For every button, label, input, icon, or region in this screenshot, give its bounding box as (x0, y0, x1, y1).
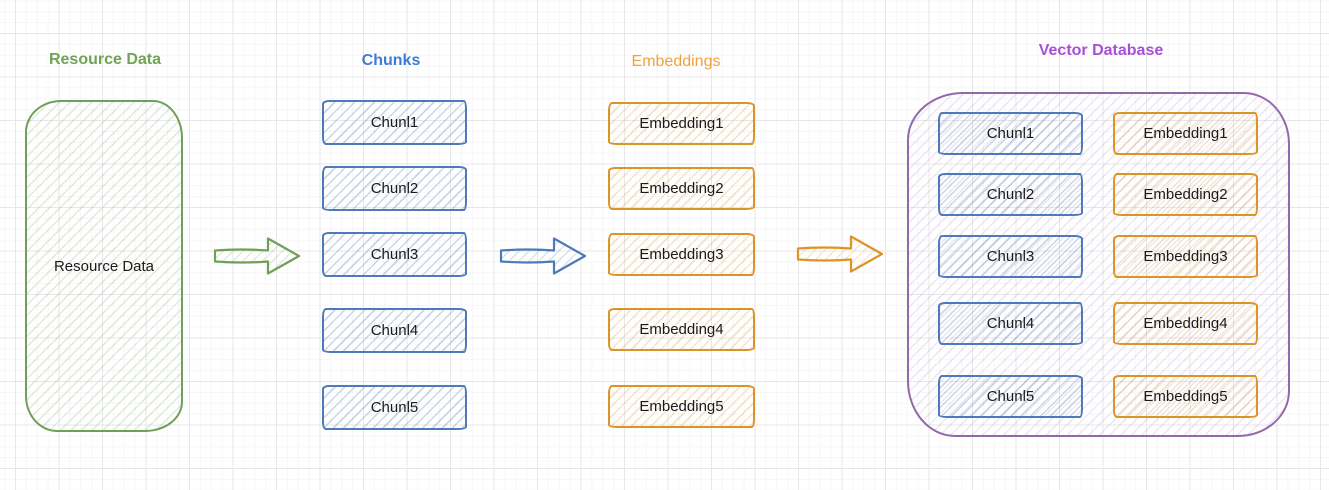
vectordb-chunk-label: Chunl4 (986, 315, 1035, 332)
embedding-label: Embedding4 (639, 321, 724, 338)
vectordb-chunk-box[interactable]: Chunl1 (938, 112, 1083, 155)
vectordb-embedding-box[interactable]: Embedding2 (1113, 173, 1258, 216)
vectordb-embedding-box[interactable]: Embedding3 (1113, 235, 1258, 278)
chunk-label: Chunl5 (370, 399, 419, 416)
vectordb-chunk-label: Chunl3 (986, 248, 1035, 265)
embedding-label: Embedding5 (639, 398, 724, 415)
vectordb-embedding-label: Embedding1 (1143, 125, 1228, 142)
embedding-label: Embedding3 (639, 246, 724, 263)
embedding-box[interactable]: Embedding1 (608, 102, 755, 145)
resource-data-title: Resource Data (48, 51, 162, 68)
arrow-resource-to-chunks[interactable] (211, 233, 303, 279)
vector-database-title: Vector Database (1038, 42, 1164, 59)
vectordb-chunk-box[interactable]: Chunl3 (938, 235, 1083, 278)
chunk-box[interactable]: Chunl1 (322, 100, 467, 145)
chunk-label: Chunl2 (370, 180, 419, 197)
chunk-label: Chunl1 (370, 114, 419, 131)
chunks-title: Chunks (361, 52, 421, 69)
embedding-box[interactable]: Embedding2 (608, 167, 755, 210)
chunk-label: Chunl3 (370, 246, 419, 263)
embedding-box[interactable]: Embedding4 (608, 308, 755, 351)
vectordb-embedding-box[interactable]: Embedding1 (1113, 112, 1258, 155)
arrow-embeddings-to-vectordb[interactable] (794, 231, 886, 277)
chunk-box[interactable]: Chunl2 (322, 166, 467, 211)
embeddings-title: Embeddings (631, 53, 721, 70)
embedding-label: Embedding1 (639, 115, 724, 132)
vectordb-embedding-label: Embedding3 (1143, 248, 1228, 265)
vector-database-container[interactable] (907, 92, 1290, 437)
chunk-label: Chunl4 (370, 322, 419, 339)
chunk-box[interactable]: Chunl5 (322, 385, 467, 430)
vectordb-chunk-label: Chunl1 (986, 125, 1035, 142)
arrow-chunks-to-embeddings[interactable] (497, 233, 589, 279)
resource-data-label: Resource Data (53, 257, 155, 275)
vectordb-embedding-box[interactable]: Embedding5 (1113, 375, 1258, 418)
vectordb-chunk-box[interactable]: Chunl2 (938, 173, 1083, 216)
chunk-box[interactable]: Chunl3 (322, 232, 467, 277)
vectordb-embedding-box[interactable]: Embedding4 (1113, 302, 1258, 345)
vectordb-chunk-box[interactable]: Chunl4 (938, 302, 1083, 345)
embedding-label: Embedding2 (639, 180, 724, 197)
vectordb-chunk-box[interactable]: Chunl5 (938, 375, 1083, 418)
vectordb-embedding-label: Embedding5 (1143, 388, 1228, 405)
vectordb-embedding-label: Embedding2 (1143, 186, 1228, 203)
embedding-box[interactable]: Embedding3 (608, 233, 755, 276)
vectordb-embedding-label: Embedding4 (1143, 315, 1228, 332)
resource-data-box[interactable]: Resource Data (25, 100, 183, 432)
vectordb-chunk-label: Chunl2 (986, 186, 1035, 203)
embedding-box[interactable]: Embedding5 (608, 385, 755, 428)
vectordb-chunk-label: Chunl5 (986, 388, 1035, 405)
chunk-box[interactable]: Chunl4 (322, 308, 467, 353)
